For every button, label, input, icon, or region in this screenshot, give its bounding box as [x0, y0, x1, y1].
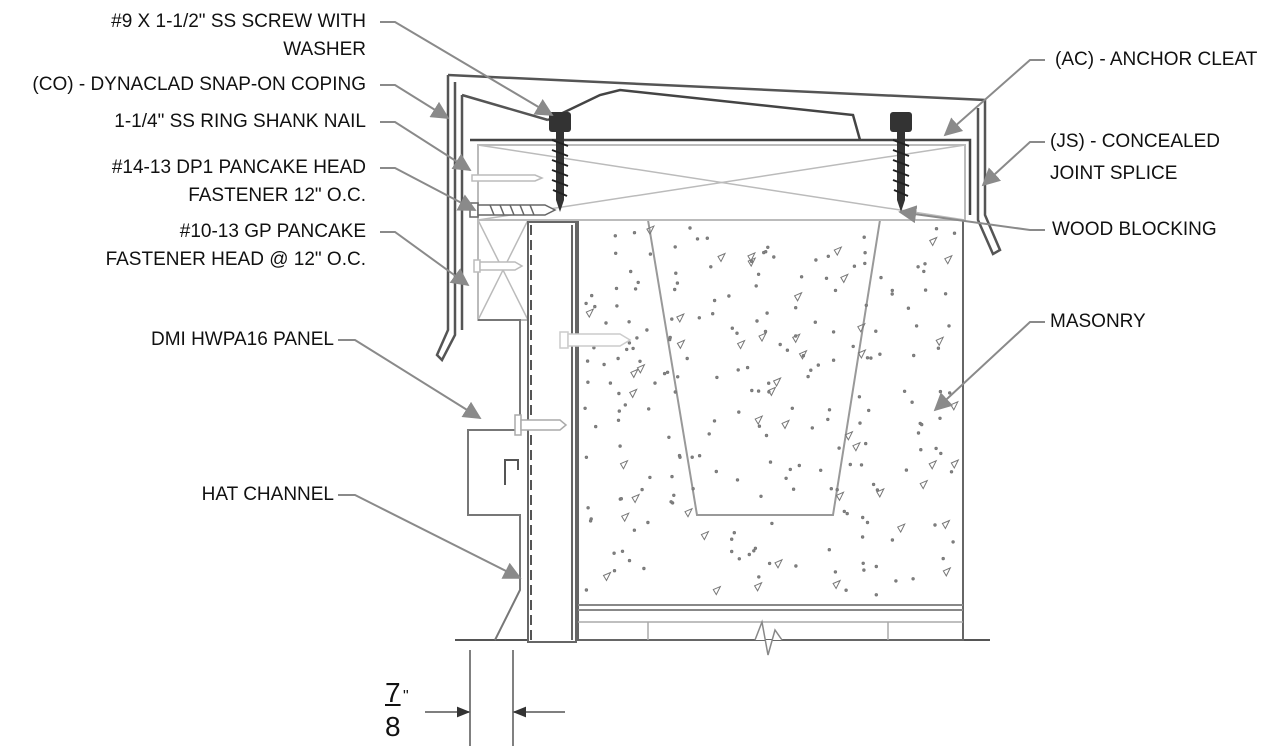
label-anchor-cleat: (AC) - ANCHOR CLEAT — [1055, 49, 1258, 70]
label-hat-channel: HAT CHANNEL — [201, 484, 334, 505]
fastener-panel — [514, 414, 568, 436]
label-gp-line1: #10-13 GP PANCAKE — [179, 221, 366, 242]
anchor-cleat — [470, 88, 972, 215]
dimension-denominator: 8 — [385, 711, 401, 742]
dimension-marks — [425, 650, 565, 746]
leader-lines — [338, 21, 1045, 579]
label-coping: (CO) - DYNACLAD SNAP-ON COPING — [32, 74, 366, 95]
fastener-nail — [471, 174, 544, 182]
label-screw-line2: WASHER — [283, 39, 366, 60]
label-screw-line1: #9 X 1-1/2" SS SCREW WITH — [111, 11, 366, 32]
dimension-unit: " — [403, 688, 409, 705]
label-panel: DMI HWPA16 PANEL — [150, 329, 334, 350]
panel-profile — [467, 319, 521, 641]
label-splice-line1: (JS) - CONCEALED — [1050, 131, 1220, 152]
screw-left — [549, 112, 571, 212]
hat-channel-profile — [527, 221, 577, 643]
panel-clip — [504, 459, 519, 485]
label-splice-line2: JOINT SPLICE — [1050, 163, 1178, 184]
fastener-dp1 — [469, 202, 557, 218]
label-nail: 1-1/4" SS RING SHANK NAIL — [114, 111, 366, 132]
label-wood-blocking: WOOD BLOCKING — [1052, 219, 1217, 240]
label-dp1-line1: #14-13 DP1 PANCAKE HEAD — [111, 157, 366, 178]
screw-right — [890, 112, 912, 212]
label-gp-line2: FASTENER HEAD @ 12" O.C. — [105, 249, 366, 270]
masonry-wall — [577, 219, 964, 656]
dimension-numerator: 7 — [385, 677, 401, 708]
fastener-gp — [473, 259, 524, 273]
label-masonry: MASONRY — [1050, 311, 1146, 332]
fastener-masonry — [559, 331, 632, 349]
label-dp1-line2: FASTENER 12" O.C. — [188, 185, 366, 206]
